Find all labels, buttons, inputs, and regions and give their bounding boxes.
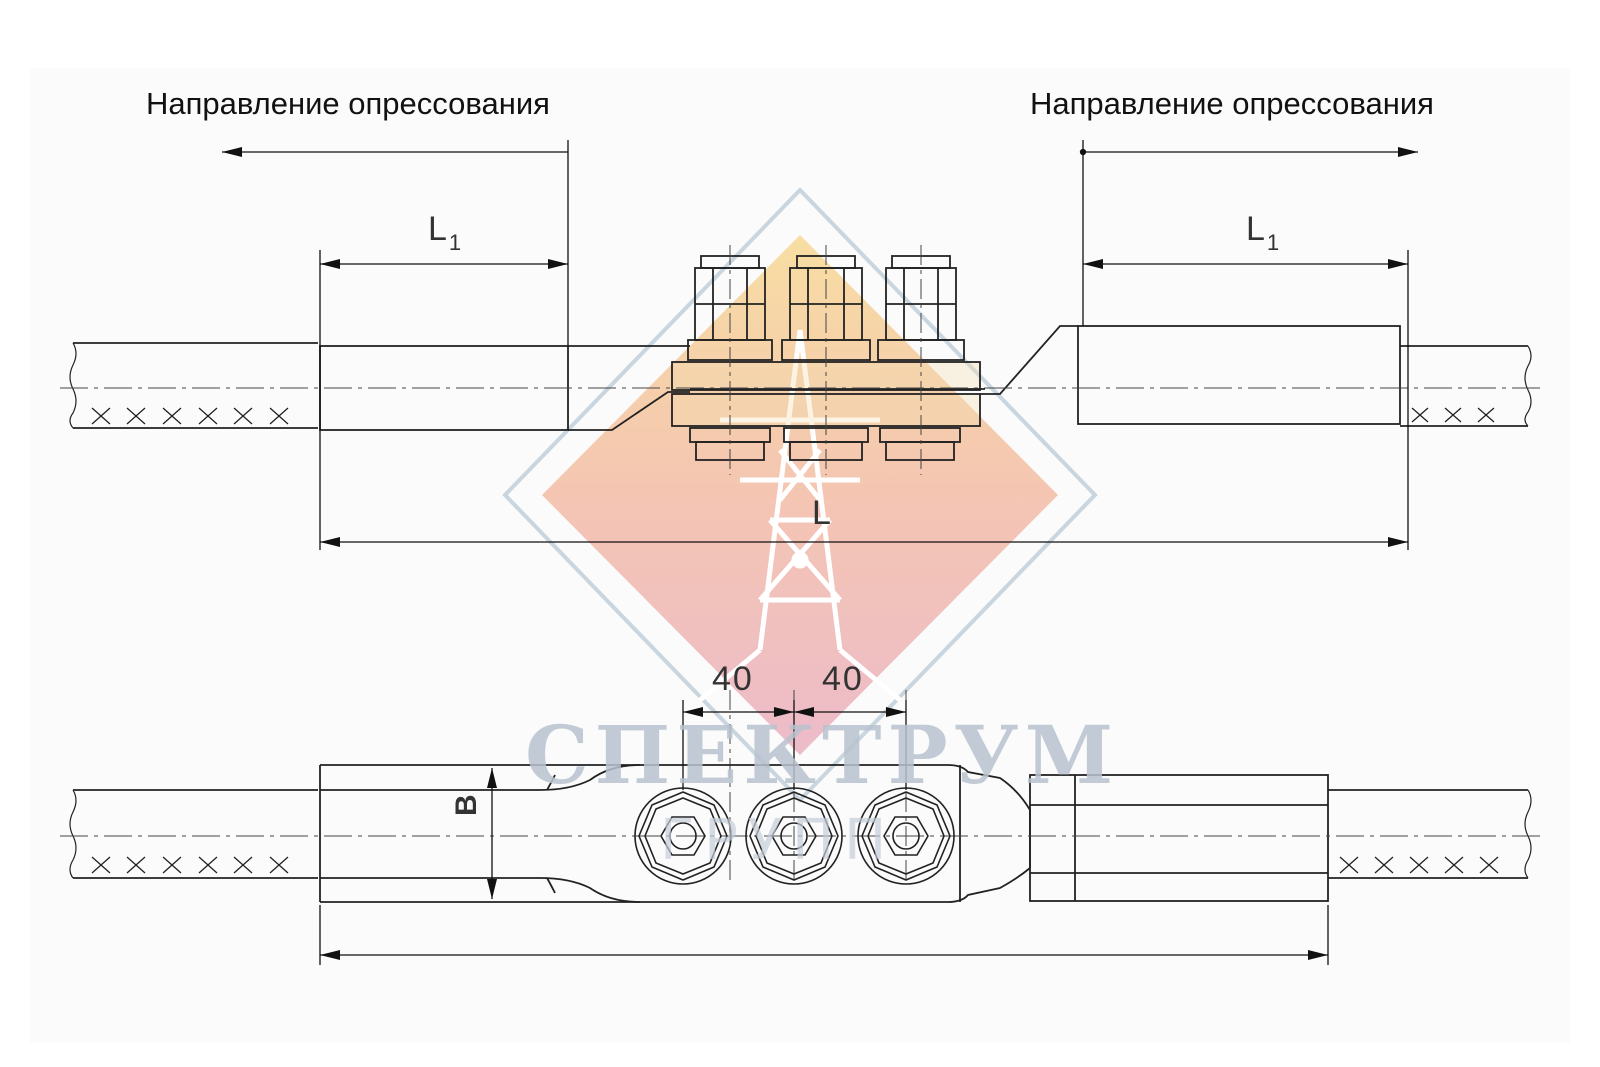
dimension-l1-left-symbol: L	[428, 210, 447, 248]
watermark-subtitle: ГРУПП	[660, 808, 897, 873]
bolt-head-2	[745, 787, 843, 885]
plan-view	[69, 764, 1532, 903]
dimension-l1-left: L1	[428, 210, 461, 255]
dimension-l1-left-index: 1	[448, 230, 462, 255]
dimension-l1-right-index: 1	[1266, 230, 1280, 255]
dimension-l1-right-symbol: L	[1246, 210, 1265, 248]
dimensions-plan	[319, 700, 1329, 965]
bolt-heads-plan	[634, 787, 955, 885]
pressing-direction-label-left: Направление опрессования	[146, 86, 550, 121]
pressing-direction-label-right: Направление опрессования	[1030, 86, 1434, 121]
bolt-head-3	[857, 787, 955, 885]
power-tower-icon	[698, 329, 902, 702]
watermark-brand: СПЕКТРУМ	[525, 708, 1120, 802]
dimension-total-length: L	[812, 494, 831, 532]
wire-strands-right	[1411, 407, 1495, 423]
dimension-width-b: B	[450, 794, 483, 816]
dimension-l1-right: L1	[1246, 210, 1279, 255]
wire-strands-left	[91, 407, 289, 425]
dimensions-side	[222, 140, 1418, 550]
dimension-bolt-spacing-2: 40	[822, 660, 864, 698]
wire-strands-plan-right	[1339, 856, 1499, 874]
wire-strands-plan-left	[91, 856, 289, 874]
dimension-bolt-spacing-1: 40	[712, 660, 754, 698]
